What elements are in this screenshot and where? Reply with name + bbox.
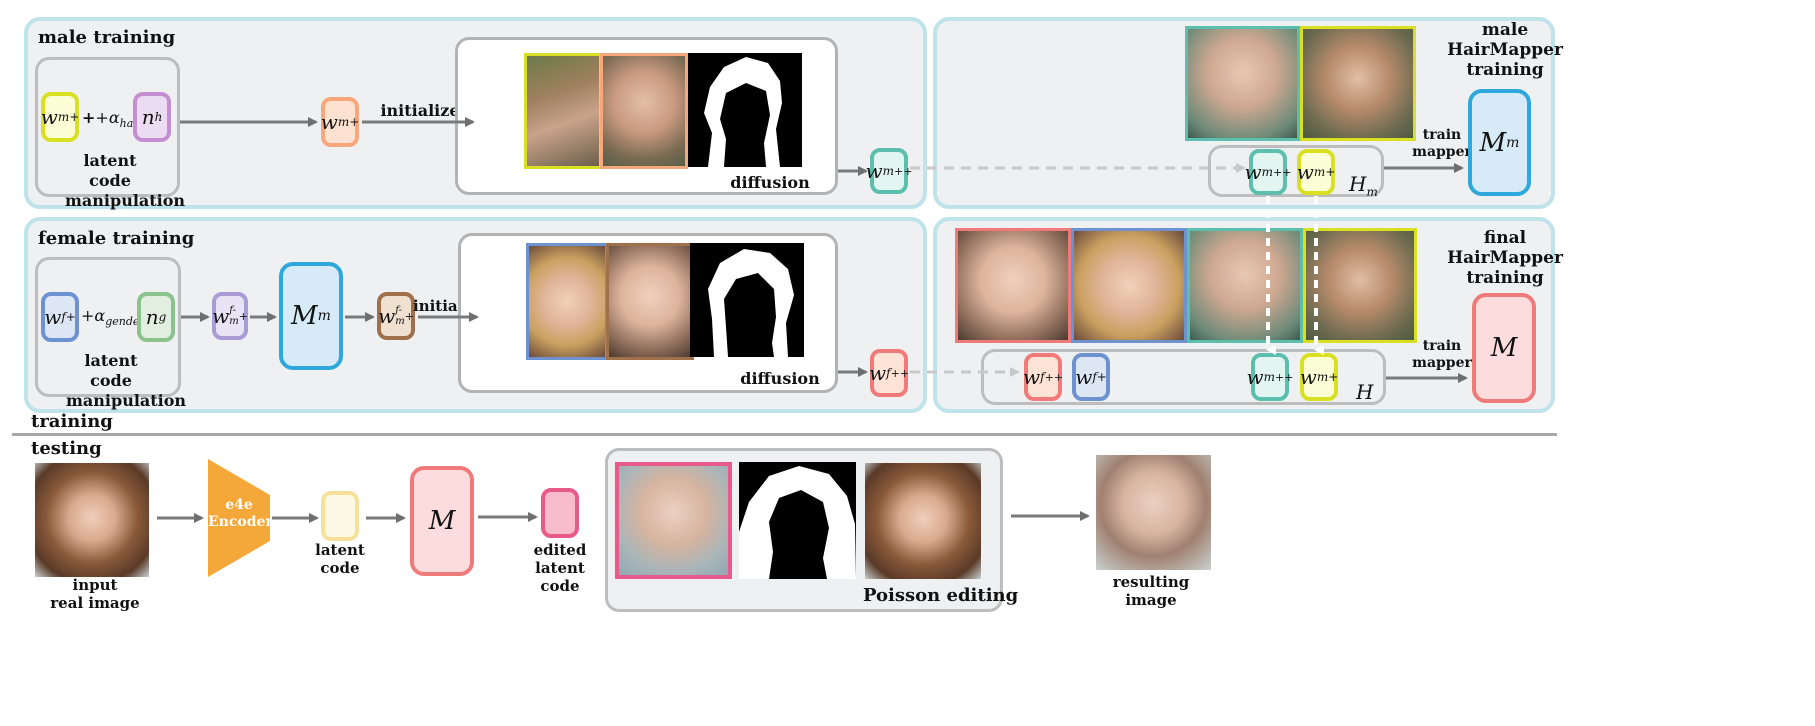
male-face-bald: [600, 53, 688, 169]
testing-label: testing: [31, 438, 102, 459]
final-hairmapper-title: final HairMapper training: [1447, 228, 1563, 288]
latent-code-label: latent code: [315, 541, 365, 577]
resulting-image-label: resulting image: [1112, 573, 1190, 609]
poisson-editing-label: Poisson editing: [863, 585, 1019, 606]
final-male-face-original: [1303, 228, 1417, 343]
final-male-face-bald: [1187, 228, 1303, 343]
alpha-gender-operator: +αgender: [81, 306, 145, 329]
female-diffusion-label: diffusion: [740, 369, 820, 388]
poisson-input-image: [865, 463, 981, 579]
final-train-mapper-label: train mapper: [1412, 338, 1472, 371]
final-female-face-bald: [955, 228, 1071, 343]
female-hair-mask: [690, 243, 804, 357]
male-initialize-label: initialize: [380, 101, 460, 120]
poisson-hair-mask: [739, 462, 856, 579]
hm-male-face-original: [1300, 26, 1416, 141]
male-diffusion-label: diffusion: [730, 173, 810, 192]
training-label: training: [31, 411, 113, 432]
female-face-original: [526, 243, 608, 360]
input-real-image-label: input real image: [50, 576, 140, 612]
h-m-label: Hm: [1349, 172, 1378, 199]
edited-latent-code-node: [541, 488, 579, 538]
hm-male-face-bald: [1185, 26, 1300, 141]
edited-latent-code-label: edited latent code: [533, 541, 587, 595]
female-face-bald: [606, 243, 694, 360]
male-train-mapper-label: train mapper: [1412, 127, 1472, 160]
e4e-encoder: e4e Encoder: [208, 459, 273, 577]
final-m-node: M: [1472, 293, 1536, 403]
poisson-bald-output: [615, 462, 732, 579]
test-m-node: M: [410, 466, 474, 576]
h-label: H: [1356, 380, 1374, 404]
male-training-title: male training: [38, 27, 176, 48]
male-hairmapper-title: male HairMapper training: [1447, 20, 1563, 80]
input-real-image: [35, 463, 149, 577]
female-training-title: female training: [38, 228, 195, 249]
latent-code-node: [321, 491, 359, 541]
resulting-image: [1096, 455, 1211, 570]
male-hair-mask: [688, 53, 802, 167]
final-female-face-original: [1071, 228, 1187, 343]
section-divider: [12, 433, 1557, 436]
